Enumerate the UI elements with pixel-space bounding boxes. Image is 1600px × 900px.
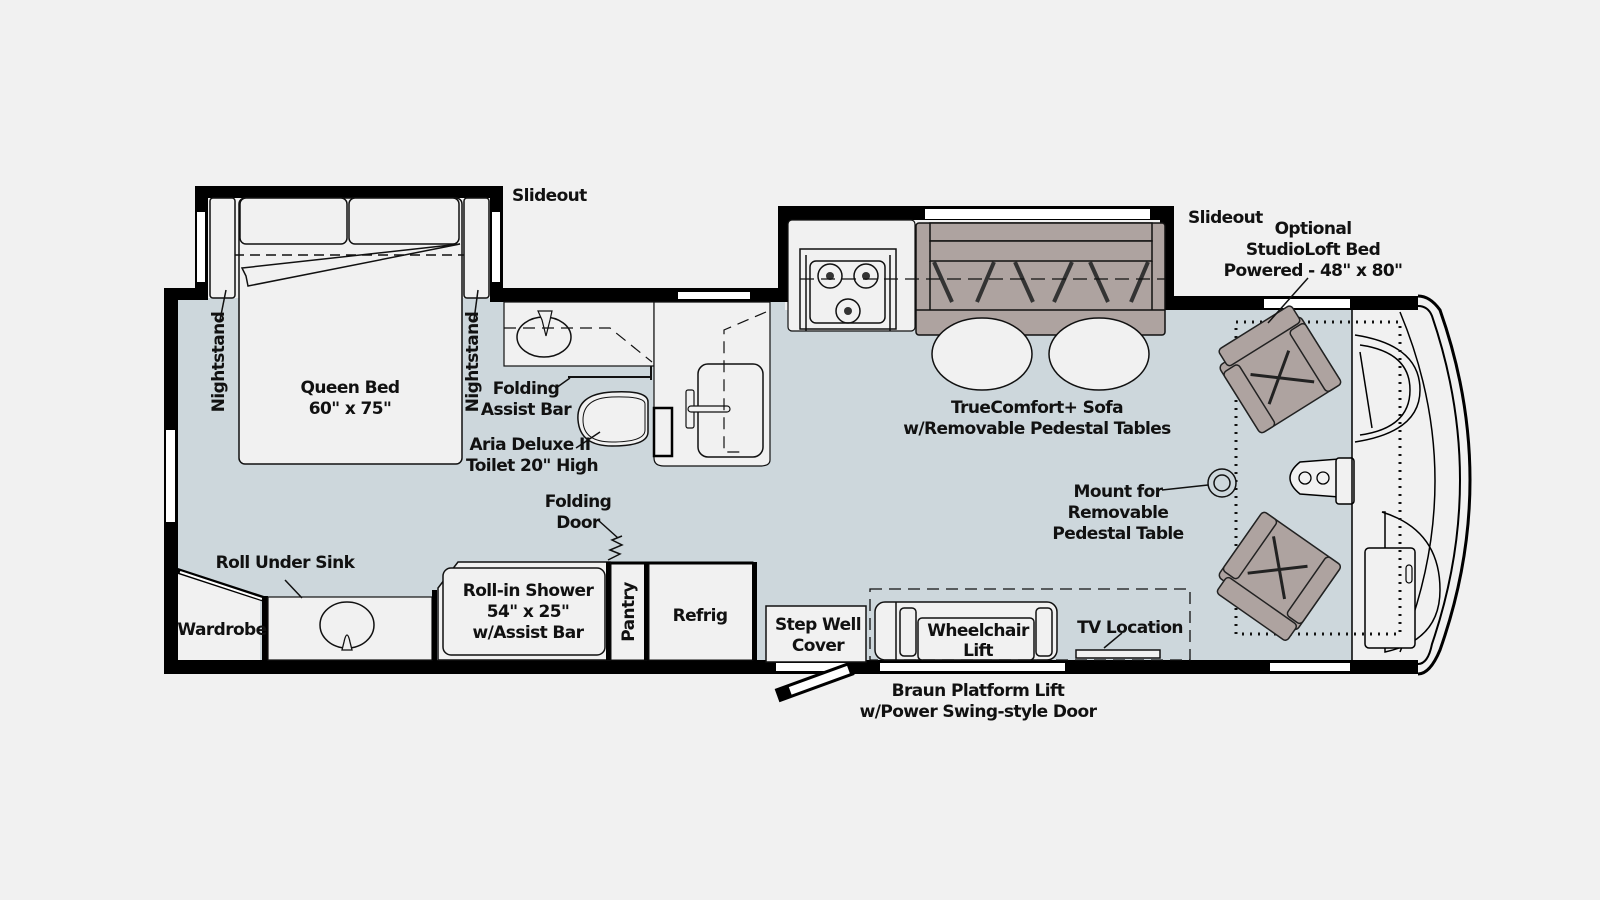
label-studioloft-3: Powered - 48" x 80" — [1224, 261, 1403, 281]
table-mount — [1161, 468, 1237, 498]
step-well-cover — [765, 605, 867, 663]
label-toilet-2: Toilet 20" High — [466, 456, 598, 476]
label-queen-bed-size: 60" x 75" — [309, 399, 391, 419]
label-nightstand-left: Nightstand — [209, 312, 229, 412]
nightstands — [209, 197, 490, 321]
label-pantry: Pantry — [619, 582, 639, 642]
roll-in-shower — [432, 561, 611, 661]
leader-lines — [555, 277, 1309, 449]
truecomfort-sofa — [800, 222, 1166, 336]
pedestal-tables — [931, 317, 1150, 391]
roll-under-sink — [267, 579, 433, 661]
wardrobe — [178, 568, 268, 660]
pantry-refrig — [606, 561, 757, 661]
label-refrig: Refrig — [673, 606, 728, 626]
label-mount-2: Removable — [1068, 503, 1169, 523]
label-braun-lift-2: w/Power Swing-style Door — [860, 702, 1098, 722]
front-cab — [1289, 294, 1472, 676]
label-wheelchair-lift-2: Lift — [963, 641, 993, 661]
label-sofa: TrueComfort+ Sofa — [951, 398, 1123, 418]
label-step-well: Step Well — [775, 615, 861, 635]
label-shower-bar: w/Assist Bar — [473, 623, 585, 643]
recliner-top — [1218, 305, 1342, 434]
label-toilet: Aria Deluxe II — [470, 435, 591, 455]
label-shower-size: 54" x 25" — [487, 602, 569, 622]
recliner-bottom — [1216, 511, 1342, 641]
toilet — [577, 390, 649, 447]
galley-cooktop — [787, 219, 916, 332]
label-wheelchair-lift: Wheelchair — [927, 621, 1030, 641]
bathroom-shower-sink — [652, 301, 771, 467]
label-queen-bed: Queen Bed — [301, 378, 400, 398]
label-studioloft: Optional — [1275, 219, 1352, 239]
label-step-well-2: Cover — [792, 636, 845, 656]
studioloft-bed-outline — [1234, 320, 1402, 636]
label-folding-assist-bar-2: Assist Bar — [481, 400, 572, 420]
tv-location — [1075, 632, 1161, 659]
label-slideout-front: Slideout — [1188, 208, 1263, 228]
walls — [164, 206, 1418, 703]
label-folding-assist-bar: Folding — [493, 379, 560, 399]
label-slideout-rear: Slideout — [512, 186, 587, 206]
labels: Slideout Slideout Nightstand Nightstand … — [177, 186, 1403, 722]
label-folding-door-2: Door — [556, 513, 601, 533]
label-mount: Mount for — [1074, 482, 1164, 502]
label-wardrobe: Wardrobe — [177, 620, 266, 640]
label-braun-lift: Braun Platform Lift — [892, 681, 1065, 701]
label-sofa-2: w/Removable Pedestal Tables — [903, 419, 1171, 439]
label-folding-door: Folding — [545, 492, 612, 512]
lift-area-outline — [869, 588, 1191, 661]
label-mount-3: Pedestal Table — [1052, 524, 1183, 544]
label-studioloft-2: StudioLoft Bed — [1246, 240, 1380, 260]
queen-bed — [218, 197, 488, 465]
label-shower: Roll-in Shower — [463, 581, 595, 601]
bathroom-vanity — [503, 301, 655, 380]
folding-door — [597, 519, 624, 561]
label-tv-location: TV Location — [1077, 618, 1183, 638]
label-roll-under-sink: Roll Under Sink — [216, 553, 356, 573]
label-nightstand-right: Nightstand — [463, 312, 483, 412]
wheelchair-lift — [874, 601, 1058, 661]
